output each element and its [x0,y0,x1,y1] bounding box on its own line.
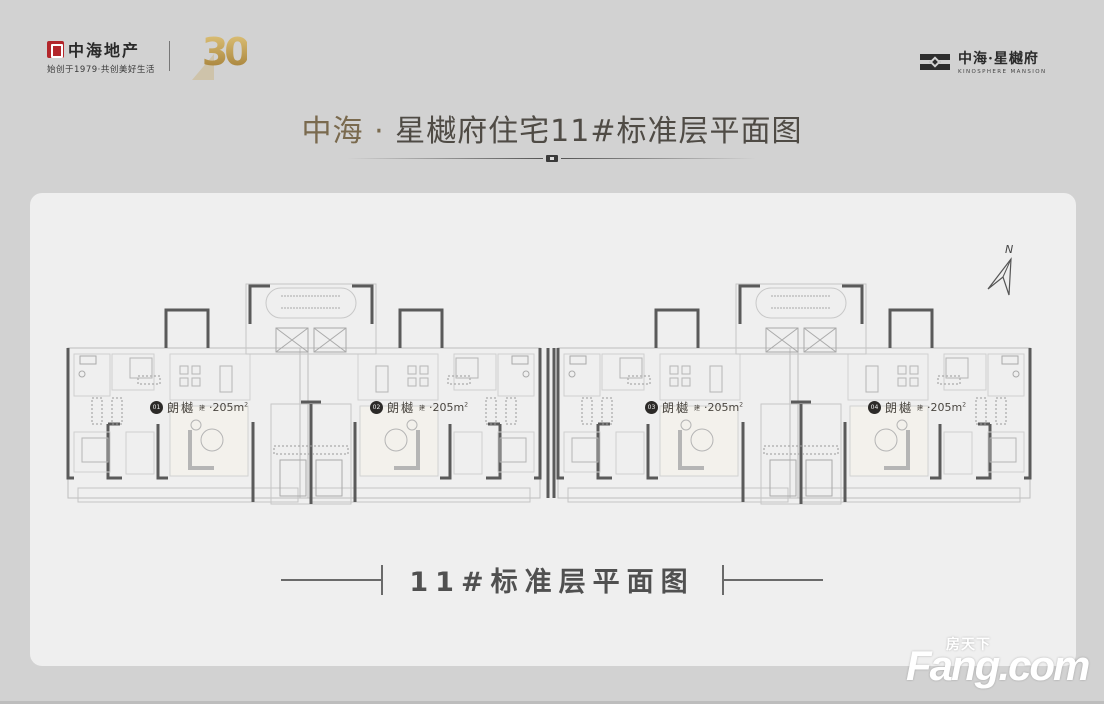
plan-caption: 11#标准层平面图 [409,567,695,598]
unit-label-02: 02 朗樾 建 ·205m2 [370,399,468,416]
bottom-strip [0,701,1104,704]
unit-number-badge: 04 [868,401,881,414]
unit-number-badge: 01 [150,401,163,414]
page-title-prefix: 中海 · [301,114,396,149]
unit-area: ·205m2 [927,401,967,414]
anniversary-number: 30 [201,30,251,74]
brand-divider [168,41,170,71]
unit-type-name: 朗樾 [885,401,914,415]
unit-area-prefix: 建 [199,405,206,412]
developer-logo: 中海地产 始创于1979·共创美好生活 30 [47,28,251,84]
unit-area-prefix: 建 [419,405,426,412]
unit-area: ·205m2 [704,401,744,414]
project-mark-icon [920,53,950,70]
developer-slogan: 始创于1979·共创美好生活 [47,65,155,75]
watermark-en: Fang.com [906,642,1090,689]
title-rule-left [347,158,543,159]
caption-rule-left [281,579,381,581]
unit-area: ·205m2 [429,401,469,414]
page-title: 中海 · 星樾府住宅11#标准层平面图 [0,106,1104,150]
unit-area-prefix: 建 [917,405,924,412]
caption-tick-right [722,565,724,595]
title-ornament-icon [546,155,558,162]
anniversary-triangle-icon [191,54,214,80]
developer-name: 中海地产 [68,41,141,60]
north-compass: N [985,243,1025,298]
unit-type-name: 朗樾 [662,401,691,415]
caption-rule-right [724,579,823,581]
unit-area-prefix: 建 [694,405,701,412]
title-rule-right [561,158,756,159]
unit-type-name: 朗樾 [387,401,416,415]
unit-label-03: 03 朗樾 建 ·205m2 [645,399,743,416]
unit-type-name: 朗樾 [167,401,196,415]
unit-label-01: 01 朗樾 建 ·205m2 [150,399,248,416]
developer-mark-icon [47,40,64,58]
north-arrow-icon [987,257,1012,296]
fang-watermark: 房天下 Fang.com [906,632,1096,692]
project-name-en: KINOSPHERE MANSION [958,69,1047,75]
unit-number-badge: 02 [370,401,383,414]
watermark-cn: 房天下 [946,637,991,653]
project-logo: 中海·星樾府 KINOSPHERE MANSION [920,48,1047,75]
compass-north-label: N [1005,243,1014,256]
caption-tick-left [381,565,383,595]
unit-area: ·205m2 [209,401,249,414]
unit-label-04: 04 朗樾 建 ·205m2 [868,399,966,416]
floor-plan-drawing [66,282,1032,506]
anniversary-badge: 30 [191,28,251,84]
page-title-main: 星樾府住宅11#标准层平面图 [395,114,803,149]
developer-brand: 中海地产 始创于1979·共创美好生活 [47,37,155,75]
project-name-cn: 中海·星樾府 [958,51,1039,67]
unit-number-badge: 03 [645,401,658,414]
